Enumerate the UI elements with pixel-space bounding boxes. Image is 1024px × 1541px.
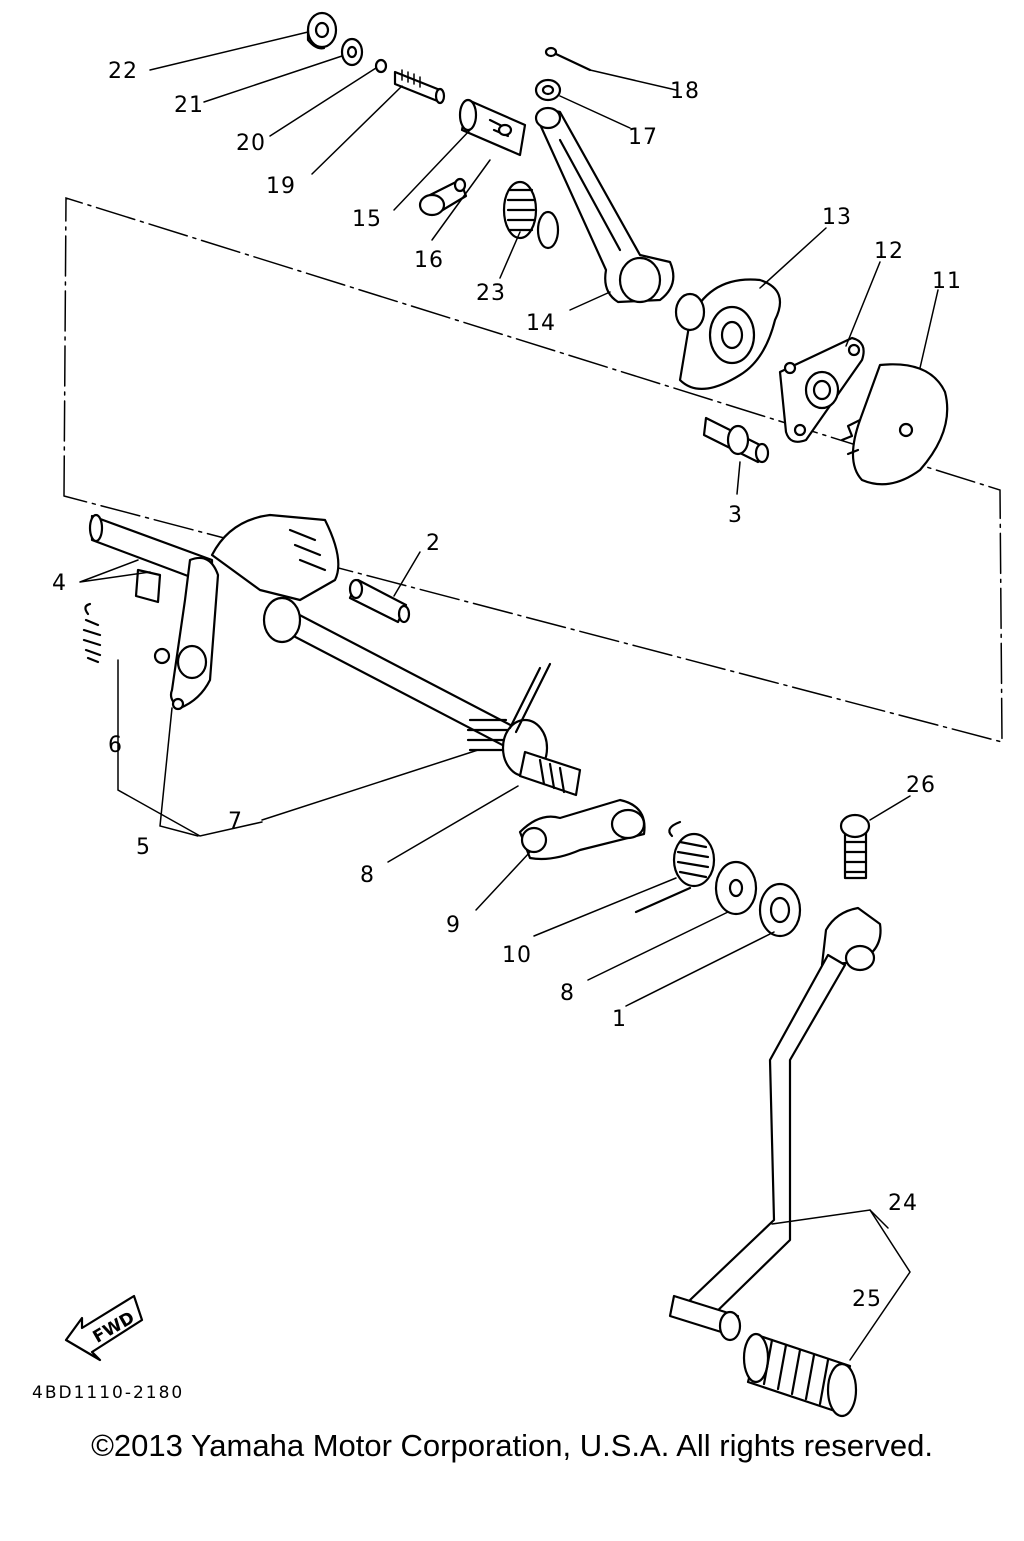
part-6-spring (82, 602, 102, 664)
part-3-bolt (702, 416, 770, 464)
callout-3: 3 (728, 503, 743, 528)
part-17-washer (534, 78, 562, 102)
part-26-bolt (839, 813, 871, 880)
part-4-shift-lever (88, 513, 340, 604)
fwd-arrow-icon: FWD (64, 1294, 144, 1362)
callout-13: 13 (822, 205, 852, 230)
callout-22: 22 (108, 59, 138, 84)
callout-25: 25 (852, 1287, 882, 1312)
callout-1: 1 (612, 1007, 627, 1032)
part-24-pedal (668, 906, 882, 1342)
callout-8-upper: 8 (360, 863, 375, 888)
callout-9: 9 (446, 913, 461, 938)
part-2-pin (348, 578, 411, 624)
callout-15: 15 (352, 207, 382, 232)
part-14-arm (534, 106, 675, 304)
callout-21: 21 (174, 93, 204, 118)
part-8-washer (714, 860, 758, 916)
part-21-washer (340, 37, 364, 67)
part-5-lever (153, 556, 220, 711)
callout-14: 14 (526, 311, 556, 336)
callout-19: 19 (266, 174, 296, 199)
part-11-segment (840, 363, 949, 486)
part-20-washer (374, 58, 388, 74)
callout-16: 16 (414, 248, 444, 273)
callout-11: 11 (932, 269, 962, 294)
callout-labels: 22 21 20 19 15 16 23 14 17 18 13 12 11 3… (52, 59, 962, 1312)
callout-7: 7 (228, 809, 243, 834)
callout-23: 23 (476, 281, 506, 306)
leader-lines (79, 31, 939, 1361)
part-23-spring (502, 180, 560, 250)
callout-20: 20 (236, 131, 266, 156)
part-15-sleeve (458, 98, 527, 157)
part-12-plate (778, 336, 865, 443)
part-8-seal (466, 662, 582, 797)
part-10-spring (634, 820, 716, 914)
callout-26: 26 (906, 773, 936, 798)
callout-10: 10 (502, 943, 532, 968)
callout-2: 2 (426, 531, 441, 556)
part-22-nut (306, 11, 338, 50)
part-13-plate (674, 278, 782, 390)
part-16-pin (418, 177, 468, 217)
callout-8-lower: 8 (560, 981, 575, 1006)
callout-5: 5 (136, 835, 151, 860)
callout-12: 12 (874, 239, 904, 264)
part-18-clip (544, 46, 592, 72)
callout-18: 18 (670, 79, 700, 104)
part-9-arm (518, 798, 646, 861)
callout-24: 24 (888, 1191, 918, 1216)
part-7-shaft (262, 596, 522, 752)
assembly-frame (63, 196, 1003, 743)
part-19-bolt (393, 69, 446, 105)
copyright-notice: ©2013 Yamaha Motor Corporation, U.S.A. A… (91, 1428, 933, 1463)
part-code: 4BD1110-2180 (32, 1383, 184, 1403)
part-25-rubber (742, 1332, 858, 1418)
part-1-bushing (758, 882, 802, 938)
callout-4: 4 (52, 571, 67, 596)
callout-6: 6 (108, 733, 123, 758)
callout-17: 17 (628, 125, 658, 150)
